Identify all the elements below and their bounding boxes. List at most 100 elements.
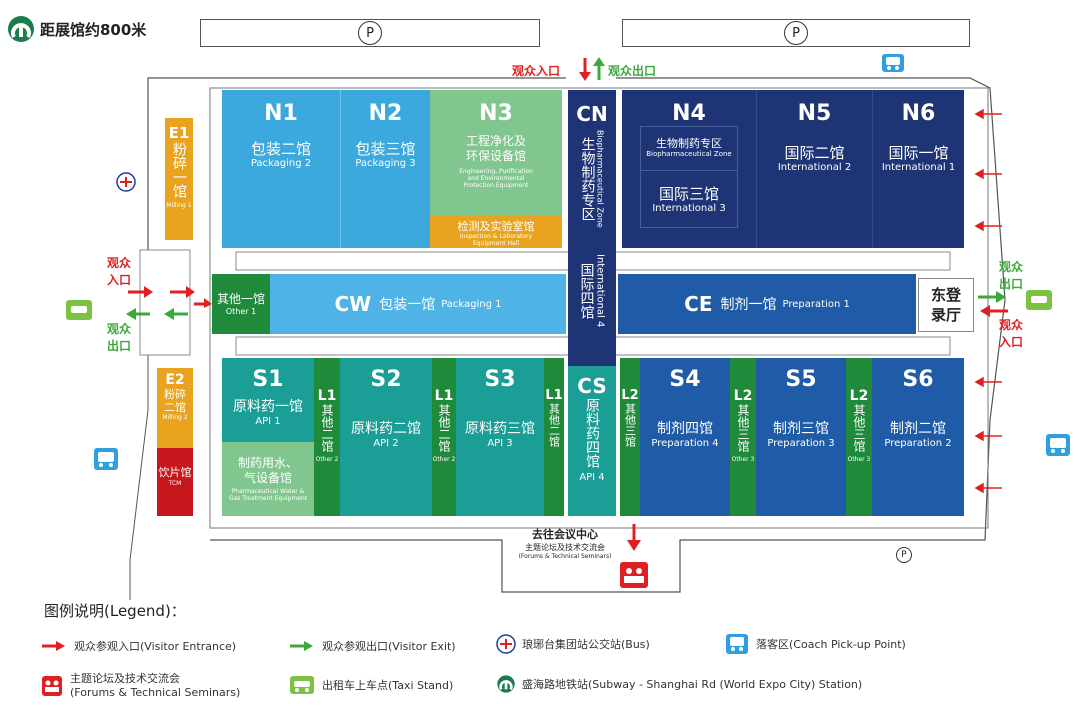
hall-s6[interactable]: S6 制剂二馆 Preparation 2: [872, 358, 964, 516]
hall-s4[interactable]: S4 制剂四馆 Preparation 4: [640, 358, 730, 516]
hall-cn: 粉碎二馆: [164, 388, 186, 414]
hall-code: S5: [785, 367, 817, 392]
hall-s1-water[interactable]: 制药用水、 气设备馆 Pharmaceutical Water & Gas Tr…: [222, 442, 314, 516]
hall-cn: 包装二馆: [250, 140, 311, 158]
hall-ce[interactable]: CE 制剂一馆 Preparation 1: [618, 274, 916, 334]
top-exit-arrow: [593, 57, 605, 80]
hall-l1-c[interactable]: L1 其他二馆: [544, 358, 564, 516]
hall-s5[interactable]: S5 制剂三馆 Preparation 3: [756, 358, 846, 516]
hall-l2-b[interactable]: L2 其他三馆 Other 3: [730, 358, 756, 516]
parking-icon: P: [784, 21, 808, 45]
hall-en: Other 2: [315, 456, 339, 463]
taxi-icon: [66, 300, 92, 320]
hall-e1[interactable]: E1 粉碎一馆 Milling 1: [165, 118, 193, 240]
hall-s1[interactable]: S1 原料药一馆 API 1: [222, 358, 314, 442]
hall-s3[interactable]: S3 原料药三馆 API 3: [456, 358, 544, 516]
hall-cn: 制剂四馆: [657, 421, 713, 437]
hall-l1-a[interactable]: L1 其他二馆 Other 2: [314, 358, 340, 516]
hall-n6[interactable]: N6 国际一馆 International 1: [872, 90, 964, 248]
hall-code: S3: [484, 367, 516, 392]
hall-tcm[interactable]: 饮片馆 TCM: [157, 448, 193, 516]
hall-en: API 1: [255, 416, 281, 427]
hall-other-1[interactable]: 其他一馆 Other 1: [212, 274, 270, 334]
hall-cs[interactable]: CS 原料药四馆 API 4: [568, 366, 616, 516]
hall-n5[interactable]: N5 国际二馆 International 2: [756, 90, 872, 248]
parking-lot-east: P: [622, 19, 970, 47]
legend-title: 图例说明(Legend)：: [44, 602, 186, 620]
legend-coach: 落客区(Coach Pick-up Point): [726, 634, 906, 654]
top-entrance-label: 观众入口: [512, 64, 561, 78]
coach-icon: [1046, 434, 1070, 456]
bus-icon[interactable]: [116, 172, 136, 192]
hall-sub-cn: 检测及实验室馆: [457, 220, 535, 233]
hall-n3[interactable]: N3 工程净化及 环保设备馆 Engineering, Purification…: [430, 90, 562, 216]
hall-cn: 制剂二馆: [890, 421, 946, 437]
hall-en: Preparation 4: [651, 438, 719, 449]
hall-code: S4: [669, 367, 701, 392]
conference-sub-cn: 主题论坛及技术交流会: [525, 543, 605, 552]
hall-en: TCM: [168, 480, 182, 487]
hall-cn: 国际一馆: [888, 144, 949, 162]
hall-cn-bio[interactable]: CN 生物制药专区 Biopharmaceutical Zone: [568, 90, 616, 236]
hall-n4[interactable]: N4 生物制药专区 Biopharmaceutical Zone 国际三馆 In…: [622, 90, 756, 248]
forum-icon: [620, 562, 648, 588]
hall-cn: 其他二馆: [320, 404, 334, 452]
hall-code: L1: [434, 388, 454, 404]
parking-icon: P: [358, 21, 382, 45]
hall-en: Biopharmaceutical Zone: [595, 130, 605, 228]
hall-l1-b[interactable]: L1 其他二馆 Other 2: [432, 358, 456, 516]
hall-n3-inspection[interactable]: 检测及实验室馆 Inspection & Laboratory Equipmen…: [430, 216, 562, 248]
hall-cn: 原料药三馆: [465, 421, 535, 437]
red-arrow-icon: [42, 641, 65, 651]
legend-taxi: 出租车上车点(Taxi Stand): [290, 676, 453, 694]
subway-icon: [8, 16, 34, 42]
hall-en: Milling 2: [162, 414, 188, 421]
parking-icon-south: P: [896, 547, 912, 563]
hall-n1[interactable]: N1 包装二馆 Packaging 2: [222, 90, 340, 248]
west-entrance-arrows: [128, 286, 212, 308]
hall-l2-c[interactable]: L2 其他三馆 Other 3: [846, 358, 872, 516]
hall-cn: 生物制药专区: [579, 136, 596, 221]
hall-code: N3: [479, 101, 513, 126]
hall-cn: 包装三馆: [355, 140, 416, 158]
hall-sub-en: International 3: [652, 203, 726, 214]
hall-code: S1: [252, 367, 284, 392]
east-exit-arrow: [978, 291, 1006, 303]
coach-icon: [882, 54, 904, 72]
hall-code: L2: [849, 388, 869, 404]
hall-en: International 1: [881, 162, 956, 173]
hall-cw[interactable]: CW 包装一馆 Packaging 1: [270, 274, 566, 334]
hall-cn: 制剂一馆: [720, 297, 777, 313]
hall-cn: 饮片馆: [158, 466, 192, 479]
hall-en: Packaging 3: [355, 158, 416, 169]
east-exit-label: 观众 出口: [998, 260, 1023, 291]
legend-subway: 盛海路地铁站(Subway - Shanghai Rd (World Expo …: [496, 674, 862, 694]
forum-icon: [42, 676, 62, 696]
parking-lot-west: P: [200, 19, 540, 47]
hall-en: Preparation 3: [767, 438, 835, 449]
subway-distance: 距展馆约800米: [40, 20, 147, 39]
hall-n2[interactable]: N2 包装三馆 Packaging 3: [340, 90, 430, 248]
hall-cn: 其他三馆: [623, 403, 637, 447]
conference-direction: 去往会议中心 主题论坛及技术交流会 (Forums & Technical Se…: [500, 526, 630, 560]
hall-e2[interactable]: E2 粉碎二馆 Milling 2: [157, 368, 193, 448]
taxi-icon: [1026, 290, 1052, 310]
hall-en: Packaging 1: [441, 298, 502, 310]
west-exit-arrows: [126, 308, 188, 320]
hall-sub-cn: 制药用水、 气设备馆: [237, 456, 298, 485]
east-registration-hall[interactable]: 东登 录厅: [918, 278, 974, 332]
hall-s2[interactable]: S2 原料药二馆 API 2: [340, 358, 432, 516]
hall-en: International 4: [594, 254, 606, 328]
east-side-entrance-arrows: [974, 108, 1002, 494]
conference-arrow: [627, 524, 641, 551]
legend-exit: 观众参观出口(Visitor Exit): [290, 638, 456, 654]
hall-en: API 3: [487, 438, 513, 449]
hall-cn: 原料药一馆: [233, 399, 303, 415]
hall-en: API 4: [579, 472, 605, 483]
west-exit-label: 观众 出口: [106, 322, 131, 353]
hall-cn: 原料药二馆: [351, 421, 421, 437]
east-entrance-label: 观众 入口: [998, 318, 1023, 349]
hall-cn: 粉碎一馆: [171, 142, 187, 198]
hall-international-4[interactable]: 国际四馆 International 4: [568, 236, 616, 366]
hall-l2-a[interactable]: L2 其他三馆: [620, 358, 640, 516]
